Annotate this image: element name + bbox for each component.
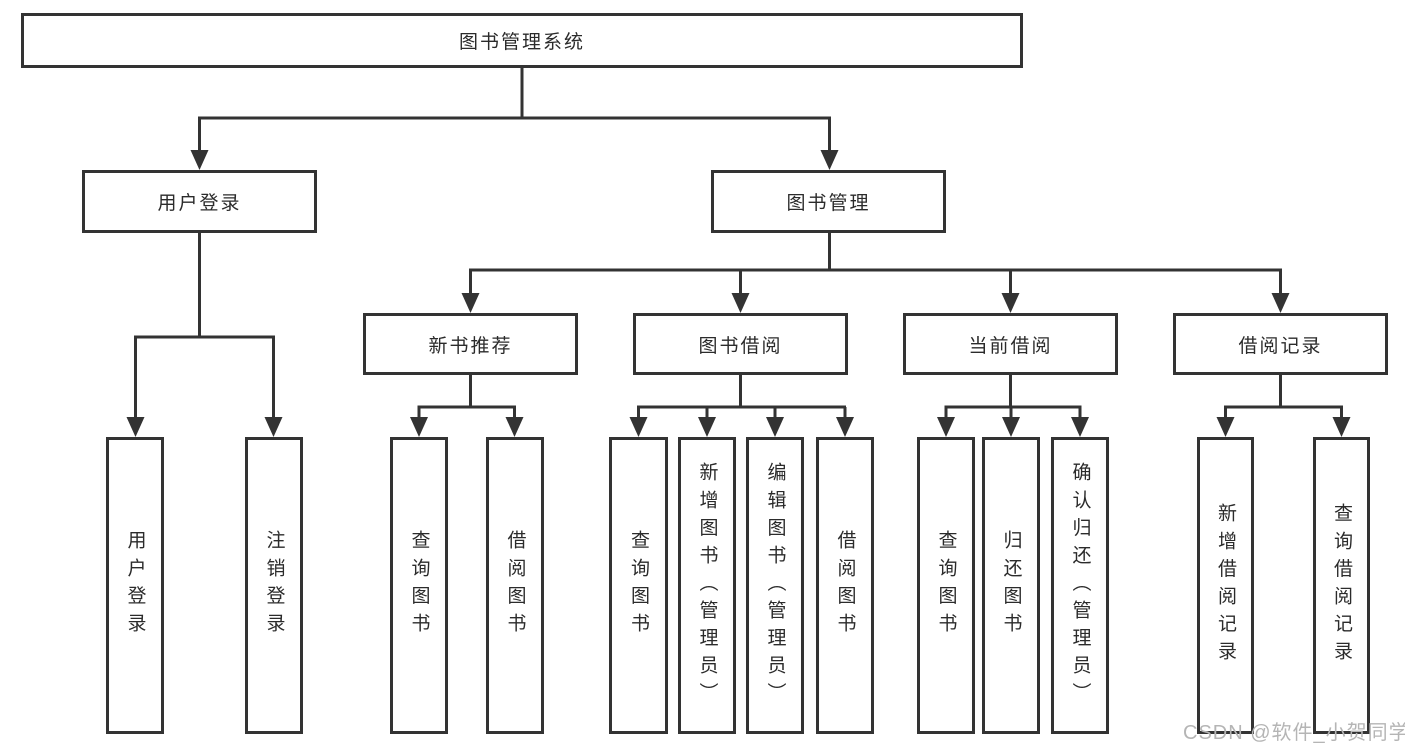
- leaf-query-borrow-record: 查询借阅记录: [1313, 437, 1370, 734]
- leaf-newbook-borrow-books-label: 借阅图书: [504, 530, 526, 641]
- leaf-newbook-borrow-books: 借阅图书: [486, 437, 544, 734]
- leaf-add-books-admin: 新增图书（管理员）: [678, 437, 736, 734]
- leaf-add-borrow-record: 新增借阅记录: [1197, 437, 1254, 734]
- leaf-edit-books-admin-label: 编辑图书（管理员）: [764, 461, 786, 710]
- node-user-login-label: 用户登录: [157, 193, 242, 214]
- leaf-borrow-query-books-label: 查询图书: [628, 530, 649, 641]
- node-new-book-recommend: 新书推荐: [363, 313, 578, 375]
- node-book-borrow: 图书借阅: [633, 313, 848, 375]
- node-root-label: 图书管理系统: [458, 32, 585, 53]
- node-current-borrow-label: 当前借阅: [968, 335, 1053, 357]
- leaf-borrow-books-label: 借阅图书: [834, 530, 856, 641]
- node-borrow-records: 借阅记录: [1173, 313, 1388, 375]
- leaf-edit-books-admin: 编辑图书（管理员）: [746, 437, 804, 734]
- leaf-return-books-label: 归还图书: [1000, 530, 1022, 641]
- leaf-confirm-return-admin: 确认归还（管理员）: [1051, 437, 1109, 734]
- leaf-logout: 注销登录: [245, 437, 303, 734]
- leaf-add-borrow-record-label: 新增借阅记录: [1215, 502, 1236, 669]
- leaf-current-query-books: 查询图书: [917, 437, 975, 734]
- node-user-login: 用户登录: [82, 170, 317, 233]
- node-current-borrow: 当前借阅: [903, 313, 1118, 375]
- csdn-watermark: CSDN @软件_小贺同学: [1183, 722, 1405, 744]
- node-book-borrow-label: 图书借阅: [698, 335, 783, 357]
- leaf-current-query-books-label: 查询图书: [935, 530, 957, 641]
- leaf-return-books: 归还图书: [982, 437, 1040, 734]
- leaf-newbook-query-books: 查询图书: [390, 437, 448, 734]
- leaf-newbook-query-books-label: 查询图书: [408, 530, 430, 641]
- leaf-logout-label: 注销登录: [263, 530, 285, 641]
- leaf-add-books-admin-label: 新增图书（管理员）: [696, 461, 718, 710]
- node-borrow-records-label: 借阅记录: [1238, 335, 1323, 357]
- leaf-query-borrow-record-label: 查询借阅记录: [1331, 502, 1352, 669]
- leaf-user-login-label: 用户登录: [124, 530, 146, 641]
- node-new-book-recommend-label: 新书推荐: [428, 335, 513, 357]
- leaf-user-login: 用户登录: [106, 437, 164, 734]
- node-book-management-label: 图书管理: [786, 193, 871, 214]
- leaf-confirm-return-admin-label: 确认归还（管理员）: [1069, 461, 1091, 710]
- node-book-management: 图书管理: [711, 170, 946, 233]
- node-root-system: 图书管理系统: [21, 13, 1023, 68]
- leaf-borrow-query-books: 查询图书: [609, 437, 668, 734]
- leaf-borrow-books: 借阅图书: [816, 437, 874, 734]
